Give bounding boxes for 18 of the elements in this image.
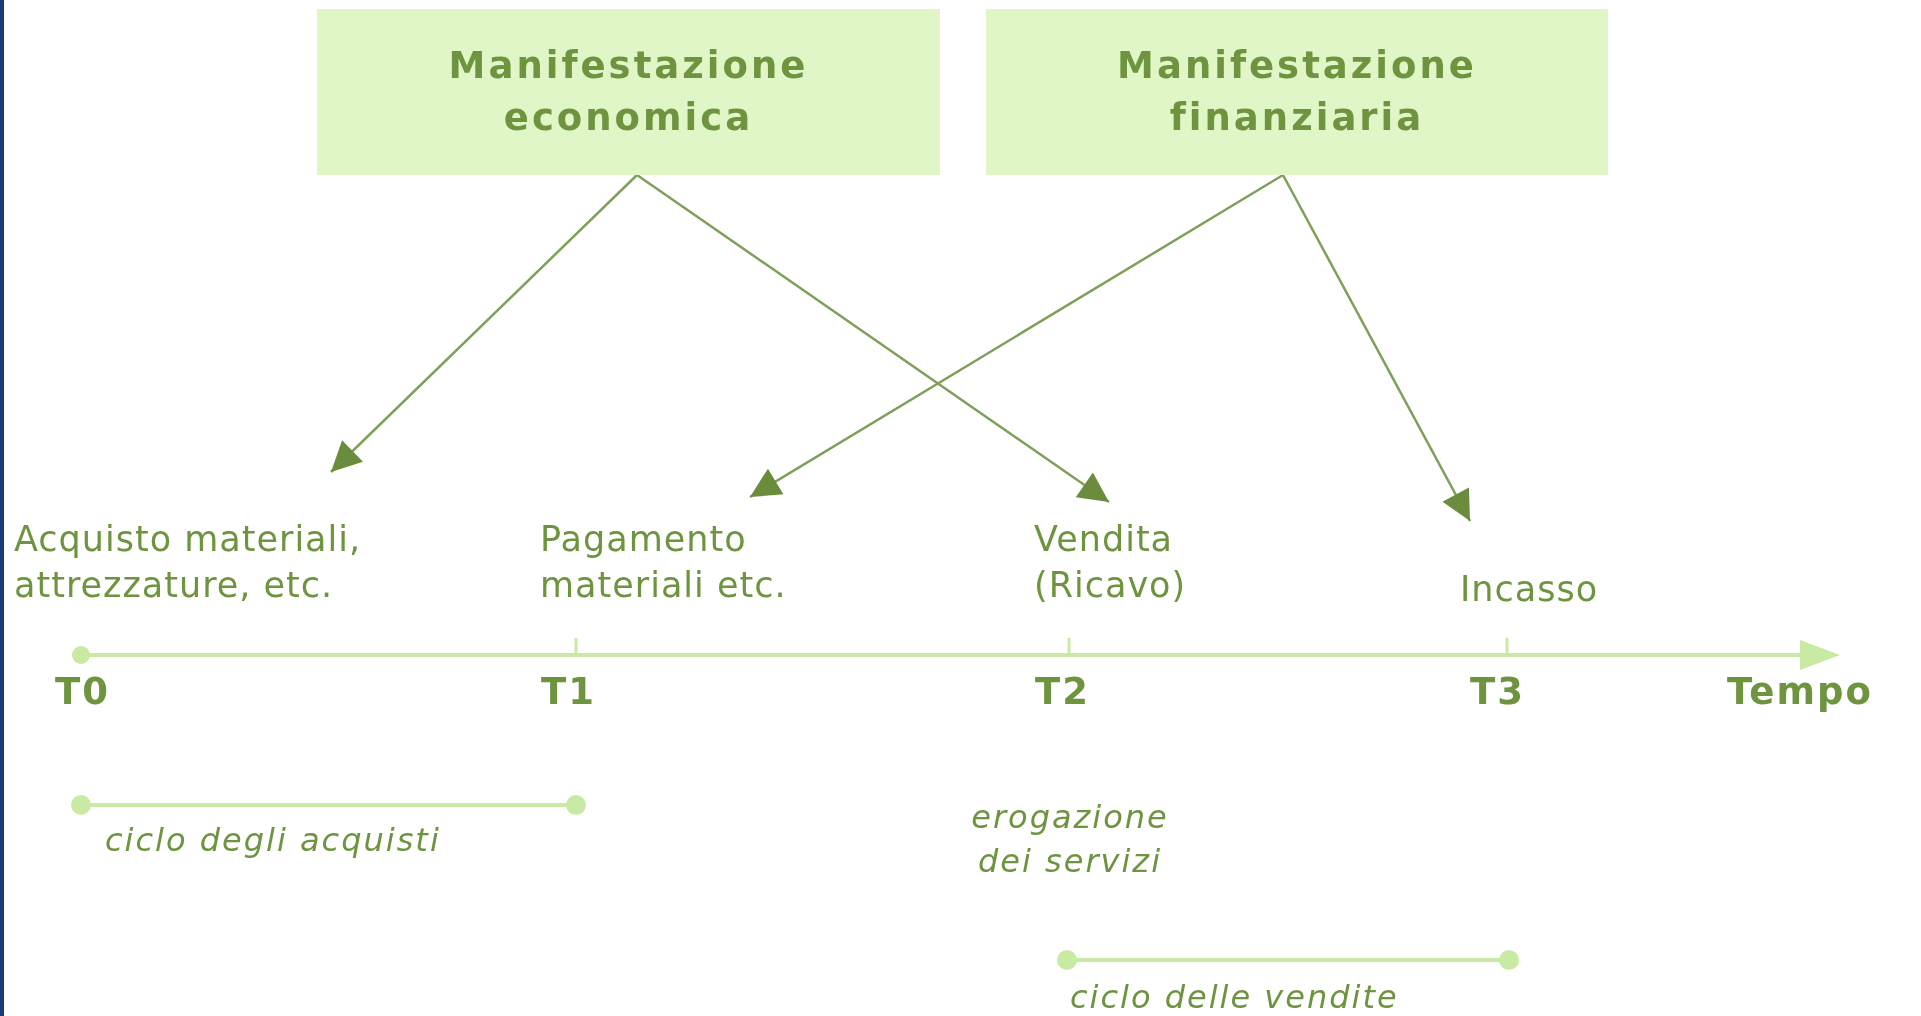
cycle-label: ciclo degli acquisti xyxy=(105,820,441,861)
phase-label: erogazione dei servizi xyxy=(970,797,1170,882)
time-label: T0 xyxy=(55,670,110,713)
axis-label: Tempo xyxy=(1727,670,1873,713)
heading-box: Manifestazione economica xyxy=(317,9,940,175)
heading-box: Manifestazione finanziaria xyxy=(986,9,1608,175)
cycle-label: ciclo delle vendite xyxy=(1070,977,1399,1016)
time-label: T1 xyxy=(541,670,596,713)
arrow xyxy=(636,173,1110,504)
arrow xyxy=(749,173,1284,499)
event-label: Incasso xyxy=(1460,521,1660,612)
event-label: Vendita (Ricavo) xyxy=(1034,502,1254,608)
arrow xyxy=(330,174,638,473)
arrow xyxy=(1281,174,1472,522)
time-label: T3 xyxy=(1470,670,1525,713)
event-label: Acquisto materiali, attrezzature, etc. xyxy=(14,472,474,608)
event-label: Pagamento materiali etc. xyxy=(540,497,860,608)
time-label: T2 xyxy=(1035,670,1090,713)
